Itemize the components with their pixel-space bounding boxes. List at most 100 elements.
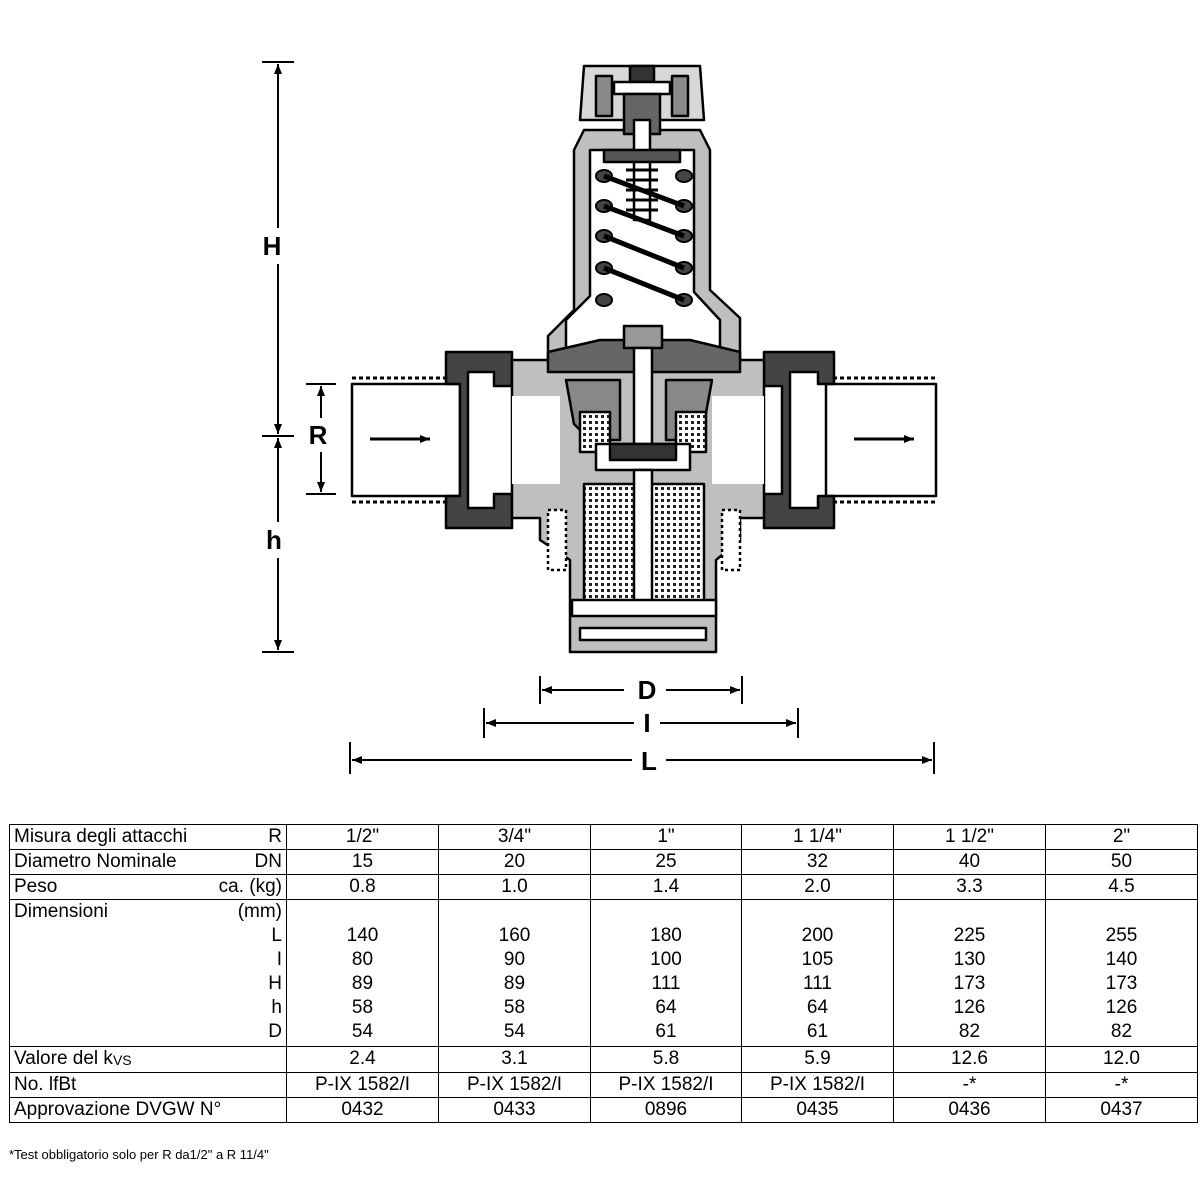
table-cell: 105 [801, 949, 834, 970]
table-cell: 5.8 [590, 1046, 742, 1073]
pressure-spring [595, 169, 693, 307]
table-cell: 126 [953, 997, 986, 1018]
table-cell: 61 [806, 1021, 829, 1042]
row-label: Peso [14, 876, 58, 897]
table-cell: 1 1/4" [741, 824, 894, 850]
table-cell: 2" [1045, 824, 1198, 850]
row-weight: Peso ca. (kg) 0.8 1.0 1.4 2.0 3.3 4.5 [9, 874, 1198, 900]
row-label: No. lfBt [14, 1074, 77, 1095]
table-cell: 25 [590, 849, 742, 875]
table-cell: 80 [351, 949, 374, 970]
table-cell: 0896 [590, 1097, 742, 1123]
table-cell: 15 [286, 849, 439, 875]
row-kvs: Valore del kVS 2.4 3.1 5.8 5.9 12.6 12.0 [9, 1046, 1198, 1073]
table-cell: 32 [741, 849, 894, 875]
table-cell: 12.6 [893, 1046, 1046, 1073]
table-cell: P-IX 1582/I [438, 1072, 591, 1098]
table-cell: 1/2" [286, 824, 439, 850]
row-label: Approvazione DVGW N° [14, 1099, 222, 1120]
table-cell: 140 [346, 925, 379, 946]
row-lfbt: No. lfBt P-IX 1582/I P-IX 1582/I P-IX 15… [9, 1072, 1198, 1098]
table-cell: 173 [1105, 973, 1138, 994]
table-cell: 1.0 [438, 874, 591, 900]
table-cell: 3.1 [438, 1046, 591, 1073]
row-unit: ca. (kg) [218, 876, 282, 897]
valve-cross-section-diagram: H R h D I L [262, 61, 938, 776]
table-cell: 58 [503, 997, 526, 1018]
table-cell: 1 1/2" [893, 824, 1046, 850]
table-cell: 0435 [741, 1097, 894, 1123]
dim-label-R: R [309, 420, 328, 450]
table-cell: 0433 [438, 1097, 591, 1123]
table-cell: 54 [351, 1021, 374, 1042]
table-cell: P-IX 1582/I [741, 1072, 894, 1098]
table-cell: 3.3 [893, 874, 1046, 900]
right-union-nut [762, 350, 836, 530]
table-cell: 255 [1105, 925, 1138, 946]
table-cell: 1.4 [590, 874, 742, 900]
outlet-channel [712, 396, 764, 484]
row-label: Valore del k [14, 1048, 113, 1069]
table-cell: 100 [650, 949, 682, 970]
row-unit: R [268, 826, 282, 847]
inlet-channel [512, 396, 560, 484]
table-cell: 173 [953, 973, 986, 994]
dim-key: H [268, 973, 282, 994]
table-cell: 82 [1110, 1021, 1133, 1042]
row-label: Dimensioni [14, 901, 108, 922]
table-cell: 0.8 [286, 874, 439, 900]
table-cell: 89 [351, 973, 374, 994]
table-cell: 1" [590, 824, 742, 850]
table-cell: 58 [351, 997, 374, 1018]
table-cell: 4.5 [1045, 874, 1198, 900]
dim-key: I [276, 949, 282, 970]
table-cell: 200 [801, 925, 834, 946]
valve-stem [632, 346, 654, 460]
dim-label-D: D [638, 675, 657, 705]
row-label: Diametro Nominale [14, 851, 177, 872]
table-cell: 61 [655, 1021, 677, 1042]
table-cell: 50 [1045, 849, 1198, 875]
dim-label-H: H [263, 231, 282, 261]
table-cell: 130 [953, 949, 986, 970]
table-cell: 20 [438, 849, 591, 875]
table-cell: 64 [806, 997, 829, 1018]
dim-label-I: I [643, 708, 650, 738]
table-cell: 54 [503, 1021, 526, 1042]
table-cell: 89 [503, 973, 526, 994]
table-cell: P-IX 1582/I [286, 1072, 439, 1098]
table-cell: 140 [1105, 949, 1138, 970]
row-nominal-diameter: Diametro Nominale DN 15 20 25 32 40 50 [9, 849, 1198, 875]
row-unit: DN [254, 851, 282, 872]
table-cell: 0432 [286, 1097, 439, 1123]
row-dvgw: Approvazione DVGW N° 0432 0433 0896 0435… [9, 1097, 1198, 1123]
table-cell: 2.4 [286, 1046, 439, 1073]
footnote: *Test obbligatorio solo per R da1/2" a R… [9, 1147, 269, 1162]
dim-label-L: L [641, 746, 657, 776]
table-cell: 111 [803, 973, 832, 994]
dim-key: L [271, 925, 282, 946]
table-cell: 160 [498, 925, 531, 946]
table-cell: 225 [953, 925, 986, 946]
table-cell: 90 [503, 949, 526, 970]
dim-label-h: h [266, 525, 282, 555]
table-cell: 180 [650, 925, 682, 946]
table-cell: 0437 [1045, 1097, 1198, 1123]
table-cell: 2.0 [741, 874, 894, 900]
valve-body [350, 64, 938, 654]
table-cell: 126 [1105, 997, 1138, 1018]
table-cell: 82 [958, 1021, 981, 1042]
table-cell: 111 [651, 973, 681, 994]
row-unit: (mm) [237, 901, 282, 922]
table-cell: 12.0 [1045, 1046, 1198, 1073]
table-cell: 40 [893, 849, 1046, 875]
table-cell: -* [893, 1072, 1046, 1098]
table-cell: 0436 [893, 1097, 1046, 1123]
left-union-nut [444, 350, 514, 530]
row-label-subscript: VS [112, 1052, 132, 1068]
dim-key: D [268, 1021, 282, 1042]
table-cell: 64 [655, 997, 677, 1018]
